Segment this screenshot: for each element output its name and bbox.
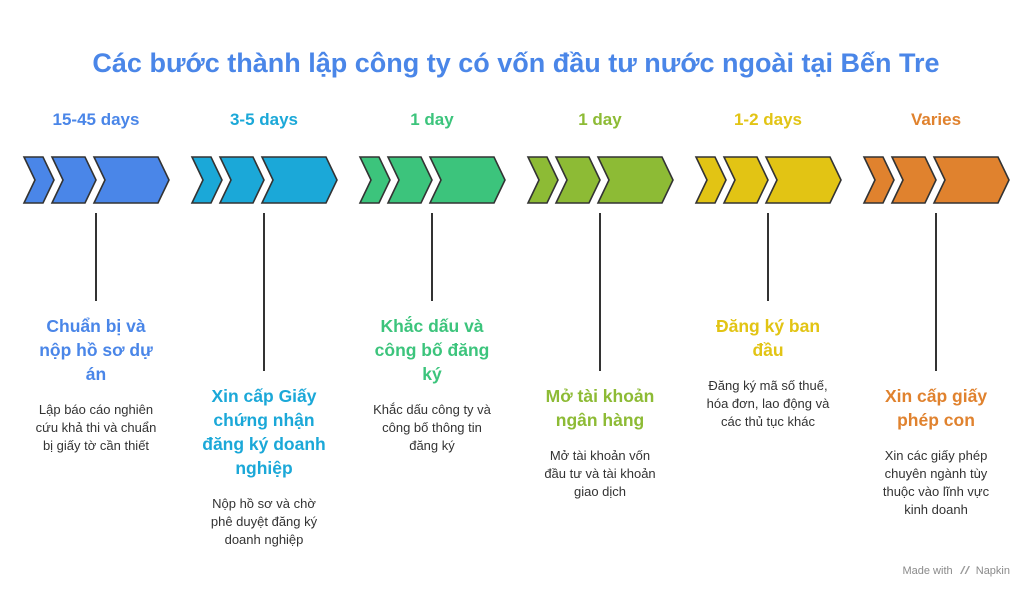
- step-connector-line: [263, 213, 265, 371]
- step-description-line: giao dịch: [573, 484, 627, 499]
- step-description-line: Khắc dấu công ty và: [373, 402, 491, 417]
- chevron-segment-3: [764, 156, 842, 204]
- chevron-segment-3: [428, 156, 506, 204]
- triple-chevron-arrow-icon: [358, 156, 506, 204]
- step-duration: 1-2 days: [733, 110, 803, 129]
- step-connector-line: [767, 213, 769, 301]
- step-description-line: doanh nghiệp: [224, 532, 304, 547]
- chevron-segment-1: [22, 156, 55, 204]
- step-description-line: Xin các giấy phép: [884, 448, 988, 463]
- step-title-line: Mở tài khoản: [545, 386, 655, 406]
- chevron-segment-2: [50, 156, 97, 204]
- step-connector-line: [935, 213, 937, 371]
- step-description-line: phê duyệt đăng ký: [210, 514, 318, 529]
- step-title: Đăng ký ban đầu: [678, 314, 858, 362]
- step-title-line: án: [85, 364, 107, 384]
- step-duration: 3-5 days: [229, 110, 299, 129]
- step-description-line: hóa đơn, lao động và: [706, 396, 830, 411]
- step-connector-line: [95, 213, 97, 301]
- step-description-line: công bố thông tin: [382, 420, 482, 435]
- step-title-line: ngân hàng: [555, 410, 645, 430]
- chevron-segment-3: [596, 156, 674, 204]
- chevron-segment-3: [92, 156, 170, 204]
- step-description-line: Nộp hồ sơ và chờ: [212, 496, 316, 511]
- step-connector-line: [599, 213, 601, 371]
- step-description-line: kinh doanh: [904, 502, 968, 517]
- step-description-line: chuyên ngành tùy: [884, 466, 988, 481]
- chevron-segment-2: [554, 156, 601, 204]
- chevron-segment-3: [260, 156, 338, 204]
- chevron-segment-2: [218, 156, 265, 204]
- step-title-line: Khắc dấu và: [380, 316, 484, 336]
- step-title-line: công bố đăng: [374, 340, 490, 360]
- step-title-line: nộp hồ sơ dự: [39, 340, 153, 360]
- triple-chevron-arrow-icon: [862, 156, 1010, 204]
- step-connector-line: [431, 213, 433, 301]
- step-title: Mở tài khoản ngân hàng: [510, 384, 690, 432]
- triple-chevron-arrow-icon: [694, 156, 842, 204]
- step-description-line: bị giấy tờ cần thiết: [42, 438, 150, 453]
- chevron-segment-1: [694, 156, 727, 204]
- step-description: Xin các giấy phép chuyên ngành tùy thuộc v…: [856, 447, 1016, 519]
- triple-chevron-arrow-icon: [526, 156, 674, 204]
- chevron-segment-2: [890, 156, 937, 204]
- step-title: Chuẩn bị và nộp hồ sơ dự án: [6, 314, 186, 386]
- step-title: Khắc dấu và công bố đăng ký: [342, 314, 522, 386]
- step-title-line: đăng ký doanh: [202, 434, 326, 454]
- chevron-segment-1: [526, 156, 559, 204]
- footer-prefix: Made with: [902, 565, 953, 577]
- step-title-line: đầu: [752, 340, 784, 360]
- step-description-line: đăng ký: [409, 438, 455, 453]
- chevron-segment-1: [862, 156, 895, 204]
- triple-chevron-arrow-icon: [22, 156, 170, 204]
- step-description-line: Đăng ký mã số thuế,: [708, 378, 828, 393]
- chevron-segment-2: [386, 156, 433, 204]
- footer-attribution: Made with Napkin: [902, 565, 1010, 577]
- chevron-segment-2: [722, 156, 769, 204]
- napkin-logo-icon: [959, 566, 970, 574]
- step-title: Xin cấp Giấy chứng nhận đăng ký doanh nghiệ…: [174, 384, 354, 480]
- diagram-title: Các bước thành lập công ty có vốn đầu tư…: [92, 48, 940, 78]
- step-title-line: Đăng ký ban: [715, 316, 821, 336]
- step-description: Đăng ký mã số thuế, hóa đơn, lao động và c…: [688, 377, 848, 431]
- chevron-segment-1: [358, 156, 391, 204]
- step-description-line: các thủ tục khác: [721, 414, 815, 429]
- step-description: Khắc dấu công ty và công bố thông tin đăng…: [352, 401, 512, 455]
- step-title-line: Xin cấp Giấy: [211, 386, 317, 406]
- step-title-line: chứng nhận: [213, 410, 315, 430]
- footer-brand: Napkin: [975, 565, 1010, 577]
- step-title: Xin cấp giấy phép con: [846, 384, 1026, 432]
- step-description: Mở tài khoản vốn đầu tư và tài khoản giao …: [520, 447, 680, 501]
- step-description-line: Mở tài khoản vốn: [549, 448, 651, 463]
- step-description-line: Lập báo cáo nghiên: [38, 402, 154, 417]
- chevron-segment-3: [932, 156, 1010, 204]
- step-title-line: Chuẩn bị và: [46, 316, 146, 336]
- step-description: Lập báo cáo nghiên cứu khả thi và chuẩn bị…: [16, 401, 176, 455]
- step-description-line: đầu tư và tài khoản: [544, 466, 656, 481]
- step-duration: 1 day: [578, 110, 622, 129]
- step-duration: 15-45 days: [52, 110, 140, 129]
- step-title-line: nghiệp: [235, 458, 293, 478]
- step-title-line: phép con: [897, 410, 975, 430]
- step-title-line: ký: [422, 364, 442, 384]
- step-description-line: cứu khả thi và chuẩn: [35, 420, 157, 435]
- step-description-line: thuộc vào lĩnh vực: [882, 484, 990, 499]
- step-duration: Varies: [910, 110, 962, 129]
- timeline-step-4: 1 day Mở tài khoản ngân hàng Mở tài khoản v…: [516, 0, 684, 600]
- step-title-line: Xin cấp giấy: [884, 386, 988, 406]
- step-description: Nộp hồ sơ và chờ phê duyệt đăng ký doanh n…: [184, 495, 344, 549]
- step-duration: 1 day: [410, 110, 454, 129]
- triple-chevron-arrow-icon: [190, 156, 338, 204]
- chevron-segment-1: [190, 156, 223, 204]
